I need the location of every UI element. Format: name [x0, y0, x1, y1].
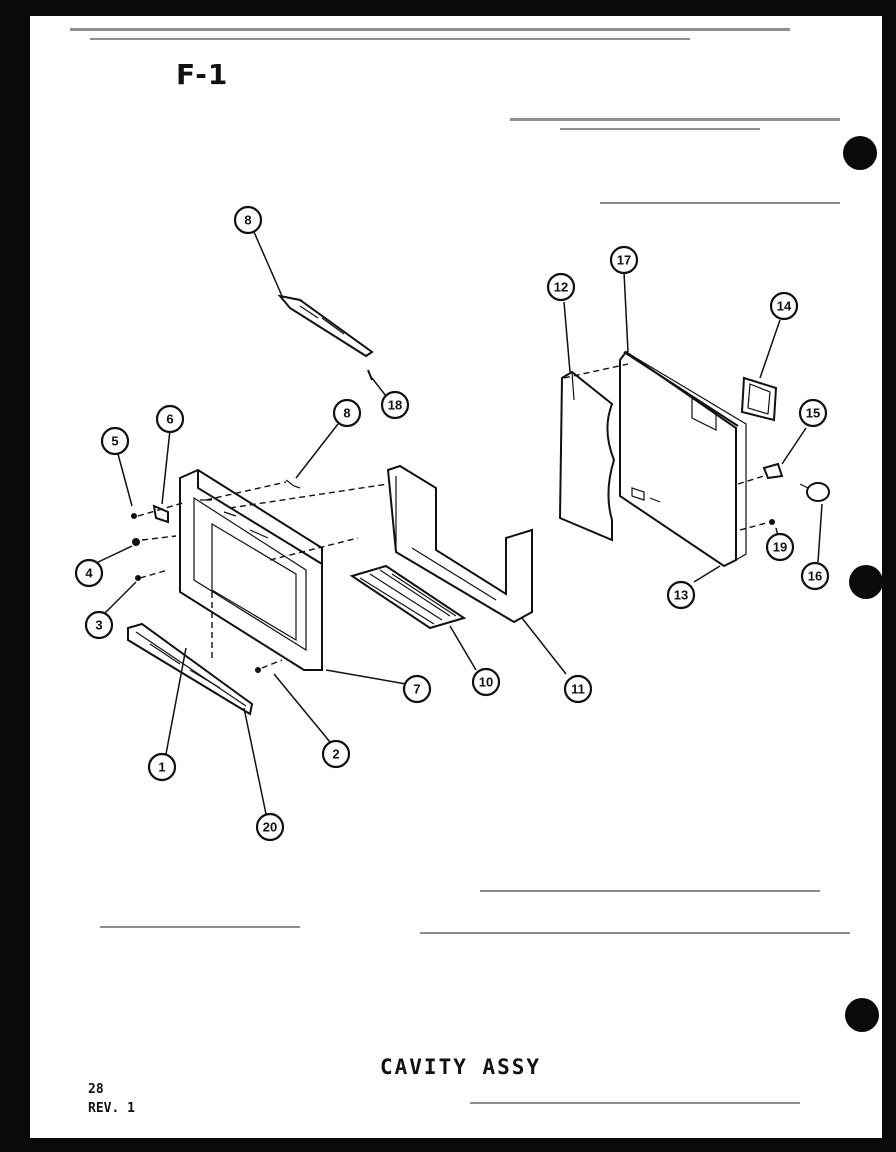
- callout-circle: [765, 532, 795, 562]
- callout-14: 14: [769, 291, 799, 321]
- callout-circle: [769, 291, 799, 321]
- callout-number: 11: [571, 682, 585, 697]
- part-19-screw: [769, 519, 775, 525]
- callout-8: 8: [233, 205, 263, 235]
- part-15-socket: [762, 462, 784, 480]
- part-8-spring: [285, 479, 301, 489]
- callout-circle: [233, 205, 263, 235]
- callout-12: 12: [546, 272, 576, 302]
- callout-circle: [84, 610, 114, 640]
- callout-circle: [563, 674, 593, 704]
- callout-circle: [471, 667, 501, 697]
- callout-circle: [666, 580, 696, 610]
- callout-number: 16: [808, 569, 822, 584]
- punch-hole: [849, 565, 883, 599]
- callout-11: 11: [563, 674, 593, 704]
- callout-circle: [546, 272, 576, 302]
- callout-circle: [155, 404, 185, 434]
- part-6-clip: [152, 504, 169, 524]
- part-14-gasket: [740, 376, 778, 422]
- revision-label: REV. 1: [88, 1101, 135, 1116]
- callout-number: 6: [166, 412, 173, 427]
- part-16-bulb: [799, 482, 830, 502]
- part-10-tray: [349, 564, 467, 630]
- callout-6: 6: [155, 404, 185, 434]
- callout-17: 17: [609, 245, 639, 275]
- callout-circle: [321, 739, 351, 769]
- page-number: 28: [88, 1082, 104, 1097]
- callout-circle: [402, 674, 432, 704]
- part-8-bracket: [277, 294, 374, 358]
- punch-hole: [843, 136, 877, 170]
- callout-number: 12: [554, 280, 568, 295]
- callout-number: 5: [111, 434, 118, 449]
- callout-number: 8: [343, 406, 350, 421]
- callout-number: 2: [332, 747, 339, 762]
- callout-7: 7: [402, 674, 432, 704]
- callout-circle: [74, 558, 104, 588]
- callout-number: 3: [95, 618, 102, 633]
- part-3-screw: [135, 575, 141, 581]
- callout-3: 3: [84, 610, 114, 640]
- callout-number: 10: [479, 675, 493, 690]
- callout-18: 18: [380, 390, 410, 420]
- callout-circle: [609, 245, 639, 275]
- callout-number: 20: [263, 820, 277, 835]
- callout-19: 19: [765, 532, 795, 562]
- callout-number: 1: [158, 760, 165, 775]
- callout-circle: [100, 426, 130, 456]
- callout-number: 7: [413, 682, 420, 697]
- part-18-screw: [367, 369, 373, 381]
- part-17-strip: [623, 351, 739, 427]
- callout-number: 15: [806, 406, 820, 421]
- callout-number: 4: [85, 566, 93, 581]
- callout-10: 10: [471, 667, 501, 697]
- callout-13: 13: [666, 580, 696, 610]
- leader-lines: [93, 231, 823, 815]
- punch-hole: [845, 998, 879, 1032]
- callout-number: 18: [388, 398, 402, 413]
- callout-5: 5: [100, 426, 130, 456]
- scan-noise: [70, 28, 850, 1104]
- figure-label: F-1: [176, 58, 229, 91]
- part-12-insulation: [558, 370, 616, 542]
- callout-circle: [332, 398, 362, 428]
- callout-circle: [255, 812, 285, 842]
- callout-circle: [800, 561, 830, 591]
- callout-16: 16: [800, 561, 830, 591]
- callout-20: 20: [255, 812, 285, 842]
- callout-15: 15: [798, 398, 828, 428]
- callout-number: 13: [674, 588, 688, 603]
- part-11-bottom-pan: [386, 464, 533, 624]
- callout-circle: [380, 390, 410, 420]
- callout-number: 14: [777, 299, 792, 314]
- part-1-control-panel: [127, 622, 254, 716]
- part-2-screw: [255, 667, 261, 673]
- callout-4: 4: [74, 558, 104, 588]
- callout-circle: [798, 398, 828, 428]
- small-hardware: [131, 479, 301, 673]
- part-5-screw: [131, 513, 137, 519]
- callout-number: 19: [773, 540, 787, 555]
- callout-8: 8: [332, 398, 362, 428]
- callout-1: 1: [147, 752, 177, 782]
- diagram-caption: CAVITY ASSY: [380, 1055, 542, 1079]
- part-4-washer: [132, 538, 140, 546]
- callout-circle: [147, 752, 177, 782]
- assembly-lines: [137, 363, 771, 669]
- callout-number: 17: [617, 253, 631, 268]
- part-7-front-frame: [179, 468, 323, 671]
- callout-2: 2: [321, 739, 351, 769]
- callout-number: 8: [244, 213, 251, 228]
